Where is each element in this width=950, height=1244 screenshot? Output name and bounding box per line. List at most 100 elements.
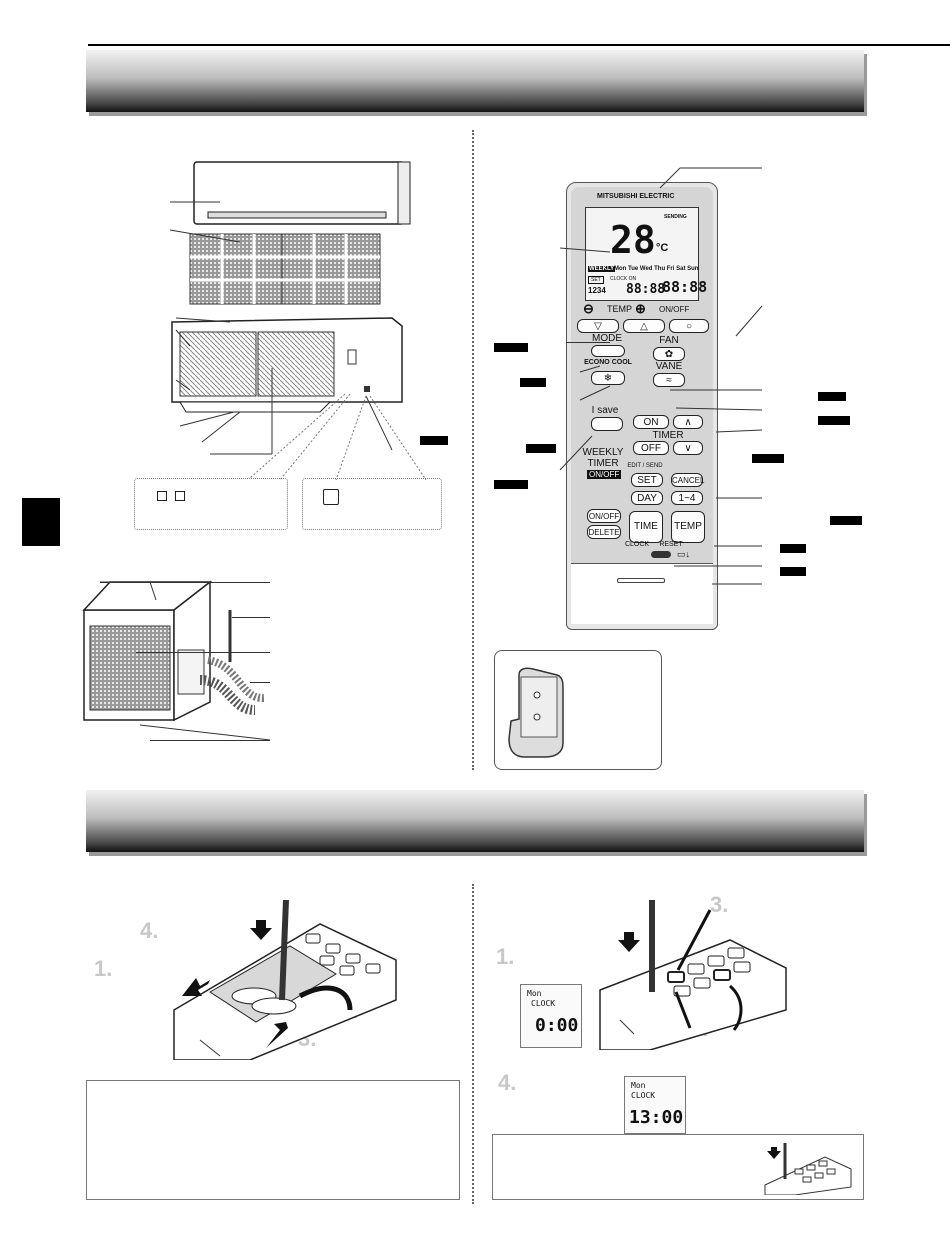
section-banner-preparation xyxy=(86,790,864,852)
mode-label: MODE xyxy=(592,333,622,344)
cancel-button[interactable]: CANCEL xyxy=(671,473,704,487)
label-marker xyxy=(780,544,806,553)
label-marker xyxy=(818,416,850,425)
section-banner-parts xyxy=(86,50,864,112)
lcd-time-1: 88:88 xyxy=(626,282,666,297)
clock-step-1: 1. xyxy=(496,944,515,969)
label-marker xyxy=(752,454,784,463)
set-button[interactable]: SET xyxy=(631,473,663,487)
timer-off-button[interactable]: OFF xyxy=(633,441,669,455)
top-rule xyxy=(88,44,950,46)
day-button[interactable]: DAY xyxy=(631,491,663,505)
leader-line xyxy=(150,740,270,741)
vane-label: VANE xyxy=(655,361,683,372)
label-marker xyxy=(420,436,448,445)
onoff-button[interactable]: ○ xyxy=(669,319,709,333)
weekly-timer-label-1: WEEKLY xyxy=(582,447,624,458)
battery-cover[interactable] xyxy=(571,563,713,624)
label-marker xyxy=(494,343,528,352)
clock-lcd-blinking: Mon CLOCK 0:00 xyxy=(520,984,582,1048)
remote-holder-box xyxy=(494,650,662,770)
onoff-label: ON/OFF xyxy=(659,305,690,314)
clock-set-illustration xyxy=(599,900,787,1050)
temp-set-button[interactable]: TEMP xyxy=(671,511,705,543)
callout-box-left xyxy=(134,478,288,530)
econo-cool-label: ECONO COOL xyxy=(584,359,632,366)
timer-down-button[interactable]: ∨ xyxy=(673,441,703,455)
fan-label: FAN xyxy=(659,335,679,346)
timer-on-label: ON xyxy=(643,417,659,428)
battery-step-4: 4. xyxy=(140,918,159,943)
battery-icon: ▭↓ xyxy=(677,549,691,559)
clock-step-4: 4. xyxy=(498,1070,517,1095)
weekly-onoff-set-button[interactable]: ON/OFF xyxy=(587,509,621,523)
temp-down-button[interactable]: ▽ xyxy=(577,319,619,333)
mode-button[interactable] xyxy=(591,345,625,357)
minus-icon: ⊖ xyxy=(583,301,594,316)
weekly-onoff-button[interactable]: ON/OFF xyxy=(587,470,622,479)
weekly-timer-label-2: TIMER xyxy=(587,458,619,469)
timer-up-button[interactable]: ∧ xyxy=(673,415,703,429)
leader-line xyxy=(566,342,610,343)
timer-off-label: OFF xyxy=(641,443,661,454)
label-marker xyxy=(818,392,846,401)
column-divider-bottom xyxy=(472,884,474,1204)
timer-on-button[interactable]: ON xyxy=(633,415,669,429)
clock-lcd-label: CLOCK xyxy=(631,1091,656,1100)
outdoor-unit-illustration xyxy=(82,580,271,741)
indicator-lamp xyxy=(157,491,167,501)
reset-thumbnail-illustration xyxy=(764,1143,852,1195)
plus-icon: ⊕ xyxy=(635,301,646,316)
leader-line xyxy=(232,617,270,618)
clock-lcd-time: 0:00 xyxy=(535,1015,579,1036)
lcd-set: SET xyxy=(588,276,604,284)
label-marker xyxy=(526,444,556,453)
remote-holder-illustration xyxy=(508,667,564,758)
label-marker xyxy=(780,567,806,576)
indicator-lamp xyxy=(175,491,185,501)
fan-button[interactable]: ✿ xyxy=(653,347,685,361)
econo-cool-button[interactable]: ❄ xyxy=(591,371,625,385)
temp-up-button[interactable]: △ xyxy=(623,319,665,333)
clock-label: CLOCK xyxy=(624,541,650,548)
clock-step-3: 3. xyxy=(710,892,729,917)
clock-note-box xyxy=(492,1134,864,1200)
lcd-clock-on: CLOCK ON xyxy=(610,276,637,282)
time-button[interactable]: TIME xyxy=(629,511,663,543)
lcd-unit: °C xyxy=(656,242,669,254)
leader-line xyxy=(250,682,270,683)
remote-leaders xyxy=(559,167,763,585)
lcd-temperature: 28 xyxy=(610,218,656,262)
cover-slot xyxy=(617,578,665,583)
remote-controller: MITSUBISHI ELECTRIC 28 °C SENDING WEEKLY… xyxy=(566,182,718,630)
vane-button[interactable]: ≈ xyxy=(653,373,685,387)
i-save-label: I save xyxy=(591,405,619,416)
leader-line xyxy=(100,582,270,583)
lcd-weekly: WEEKLY xyxy=(588,266,616,272)
delete-button[interactable]: DELETE xyxy=(587,525,621,539)
lcd-sending: SENDING xyxy=(664,214,687,220)
leader-line xyxy=(136,652,270,653)
label-marker xyxy=(520,378,546,387)
lcd-days: Mon Tue Wed Thu Fri Sat Sun xyxy=(614,266,699,272)
clock-lcd-label: CLOCK xyxy=(531,999,556,1008)
label-marker xyxy=(494,480,528,489)
battery-note-box xyxy=(86,1080,460,1200)
chapter-tab xyxy=(22,498,60,546)
i-save-button[interactable] xyxy=(591,417,623,431)
remote-lcd: 28 °C SENDING WEEKLY Mon Tue Wed Thu Fri… xyxy=(585,207,707,301)
indoor-unit-illustration xyxy=(169,161,427,481)
lcd-time-2: 88:88 xyxy=(662,278,708,296)
reset-label: RESET xyxy=(659,541,683,548)
column-divider-top xyxy=(472,130,474,770)
timer-label: TIMER xyxy=(652,430,684,441)
temp-label: TEMP xyxy=(607,304,633,314)
brand-label: MITSUBISHI ELECTRIC xyxy=(597,193,675,200)
receiver-window xyxy=(323,489,339,505)
reset-button[interactable] xyxy=(651,551,671,558)
program-select-button[interactable]: 1~4 xyxy=(671,491,703,505)
clock-lcd-time: 13:00 xyxy=(629,1107,684,1128)
callout-box-right xyxy=(302,478,442,530)
edit-send-label: EDIT / SEND xyxy=(627,463,663,469)
clock-lcd-set: Mon CLOCK 13:00 xyxy=(624,1076,686,1134)
